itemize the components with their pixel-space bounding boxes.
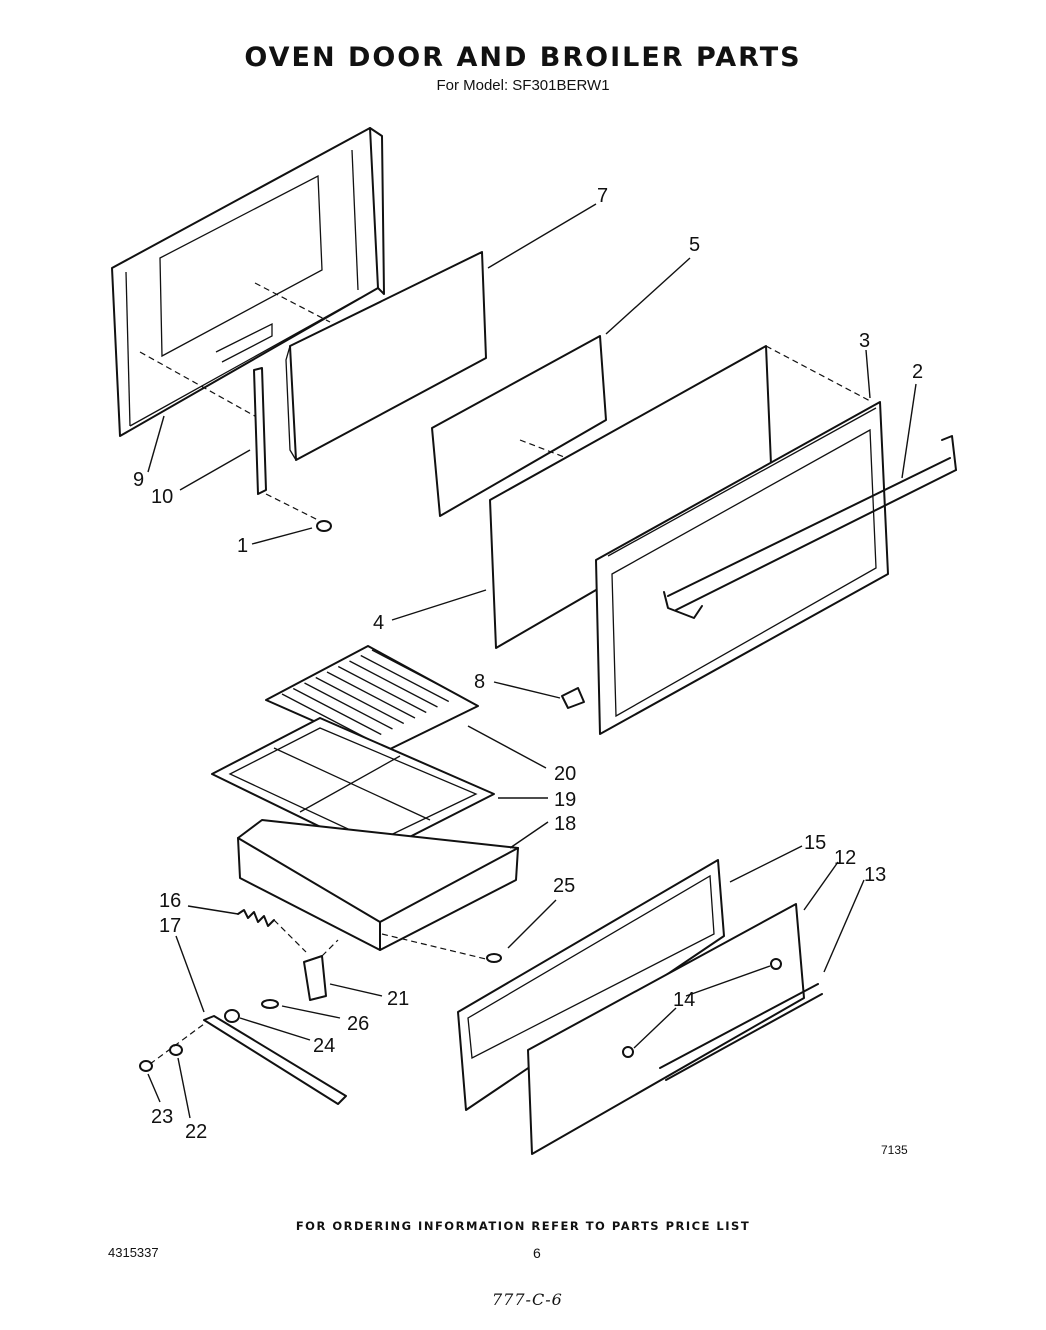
broiler-hardware <box>139 999 347 1105</box>
callout-21: 21 <box>387 988 409 1010</box>
callout-labels: 7 5 3 2 9 10 1 4 8 20 19 18 15 12 13 16 … <box>133 185 923 1143</box>
door-frame <box>595 401 889 735</box>
ordering-note: FOR ORDERING INFORMATION REFER TO PARTS … <box>295 1219 751 1233</box>
page-title: OVEN DOOR AND BROILER PARTS <box>244 42 802 73</box>
clip <box>486 953 502 963</box>
door-handle <box>663 435 957 619</box>
callout-18: 18 <box>554 813 576 835</box>
grid-slot <box>360 654 450 703</box>
broiler-door-handle <box>622 958 823 1081</box>
callout-19: 19 <box>554 789 576 811</box>
callout-26: 26 <box>347 1013 369 1035</box>
callout-14: 14 <box>673 989 695 1011</box>
callout-12: 12 <box>834 847 856 869</box>
callout-7: 7 <box>597 185 608 207</box>
callout-4: 4 <box>373 612 384 634</box>
diagram-code: 7135 <box>881 1143 908 1157</box>
inner-door-panel <box>111 127 385 437</box>
page-number: 6 <box>533 1245 541 1261</box>
callout-17: 17 <box>159 915 181 937</box>
callout-24: 24 <box>313 1035 335 1057</box>
callout-10: 10 <box>151 486 173 508</box>
grid-slot <box>304 682 393 730</box>
broiler-door-inner <box>457 859 725 1111</box>
grid-slot <box>281 693 371 741</box>
latch <box>303 939 339 1001</box>
callout-15: 15 <box>804 832 826 854</box>
callout-1: 1 <box>237 535 248 557</box>
callout-2: 2 <box>912 361 923 383</box>
callout-25: 25 <box>553 875 575 897</box>
leader-lines <box>147 203 917 1119</box>
grid-slot <box>371 649 461 697</box>
model-subtitle: For Model: SF301BERW1 <box>436 77 610 94</box>
grid-slot <box>292 687 382 736</box>
handwritten-note: 777-C-6 <box>492 1290 563 1309</box>
callout-20: 20 <box>554 763 576 785</box>
broiler-door-panel <box>527 903 805 1155</box>
part-number: 4315337 <box>108 1245 159 1260</box>
callout-8: 8 <box>474 671 485 693</box>
callout-13: 13 <box>864 864 886 886</box>
callout-5: 5 <box>689 234 700 256</box>
grid-slot <box>349 660 438 708</box>
glass-panel <box>431 335 607 517</box>
callout-3: 3 <box>859 330 870 352</box>
callout-22: 22 <box>185 1121 207 1143</box>
spring <box>237 909 307 953</box>
callout-16: 16 <box>159 890 181 912</box>
insulation-pad <box>285 251 487 461</box>
grid-slot <box>337 665 427 714</box>
callout-23: 23 <box>151 1106 173 1128</box>
grid-slot <box>326 671 416 719</box>
hinge-bracket <box>561 687 585 709</box>
door-rail <box>253 367 332 532</box>
callout-9: 9 <box>133 469 144 491</box>
grid-slot <box>315 676 405 725</box>
broiler-drawer <box>237 819 519 961</box>
